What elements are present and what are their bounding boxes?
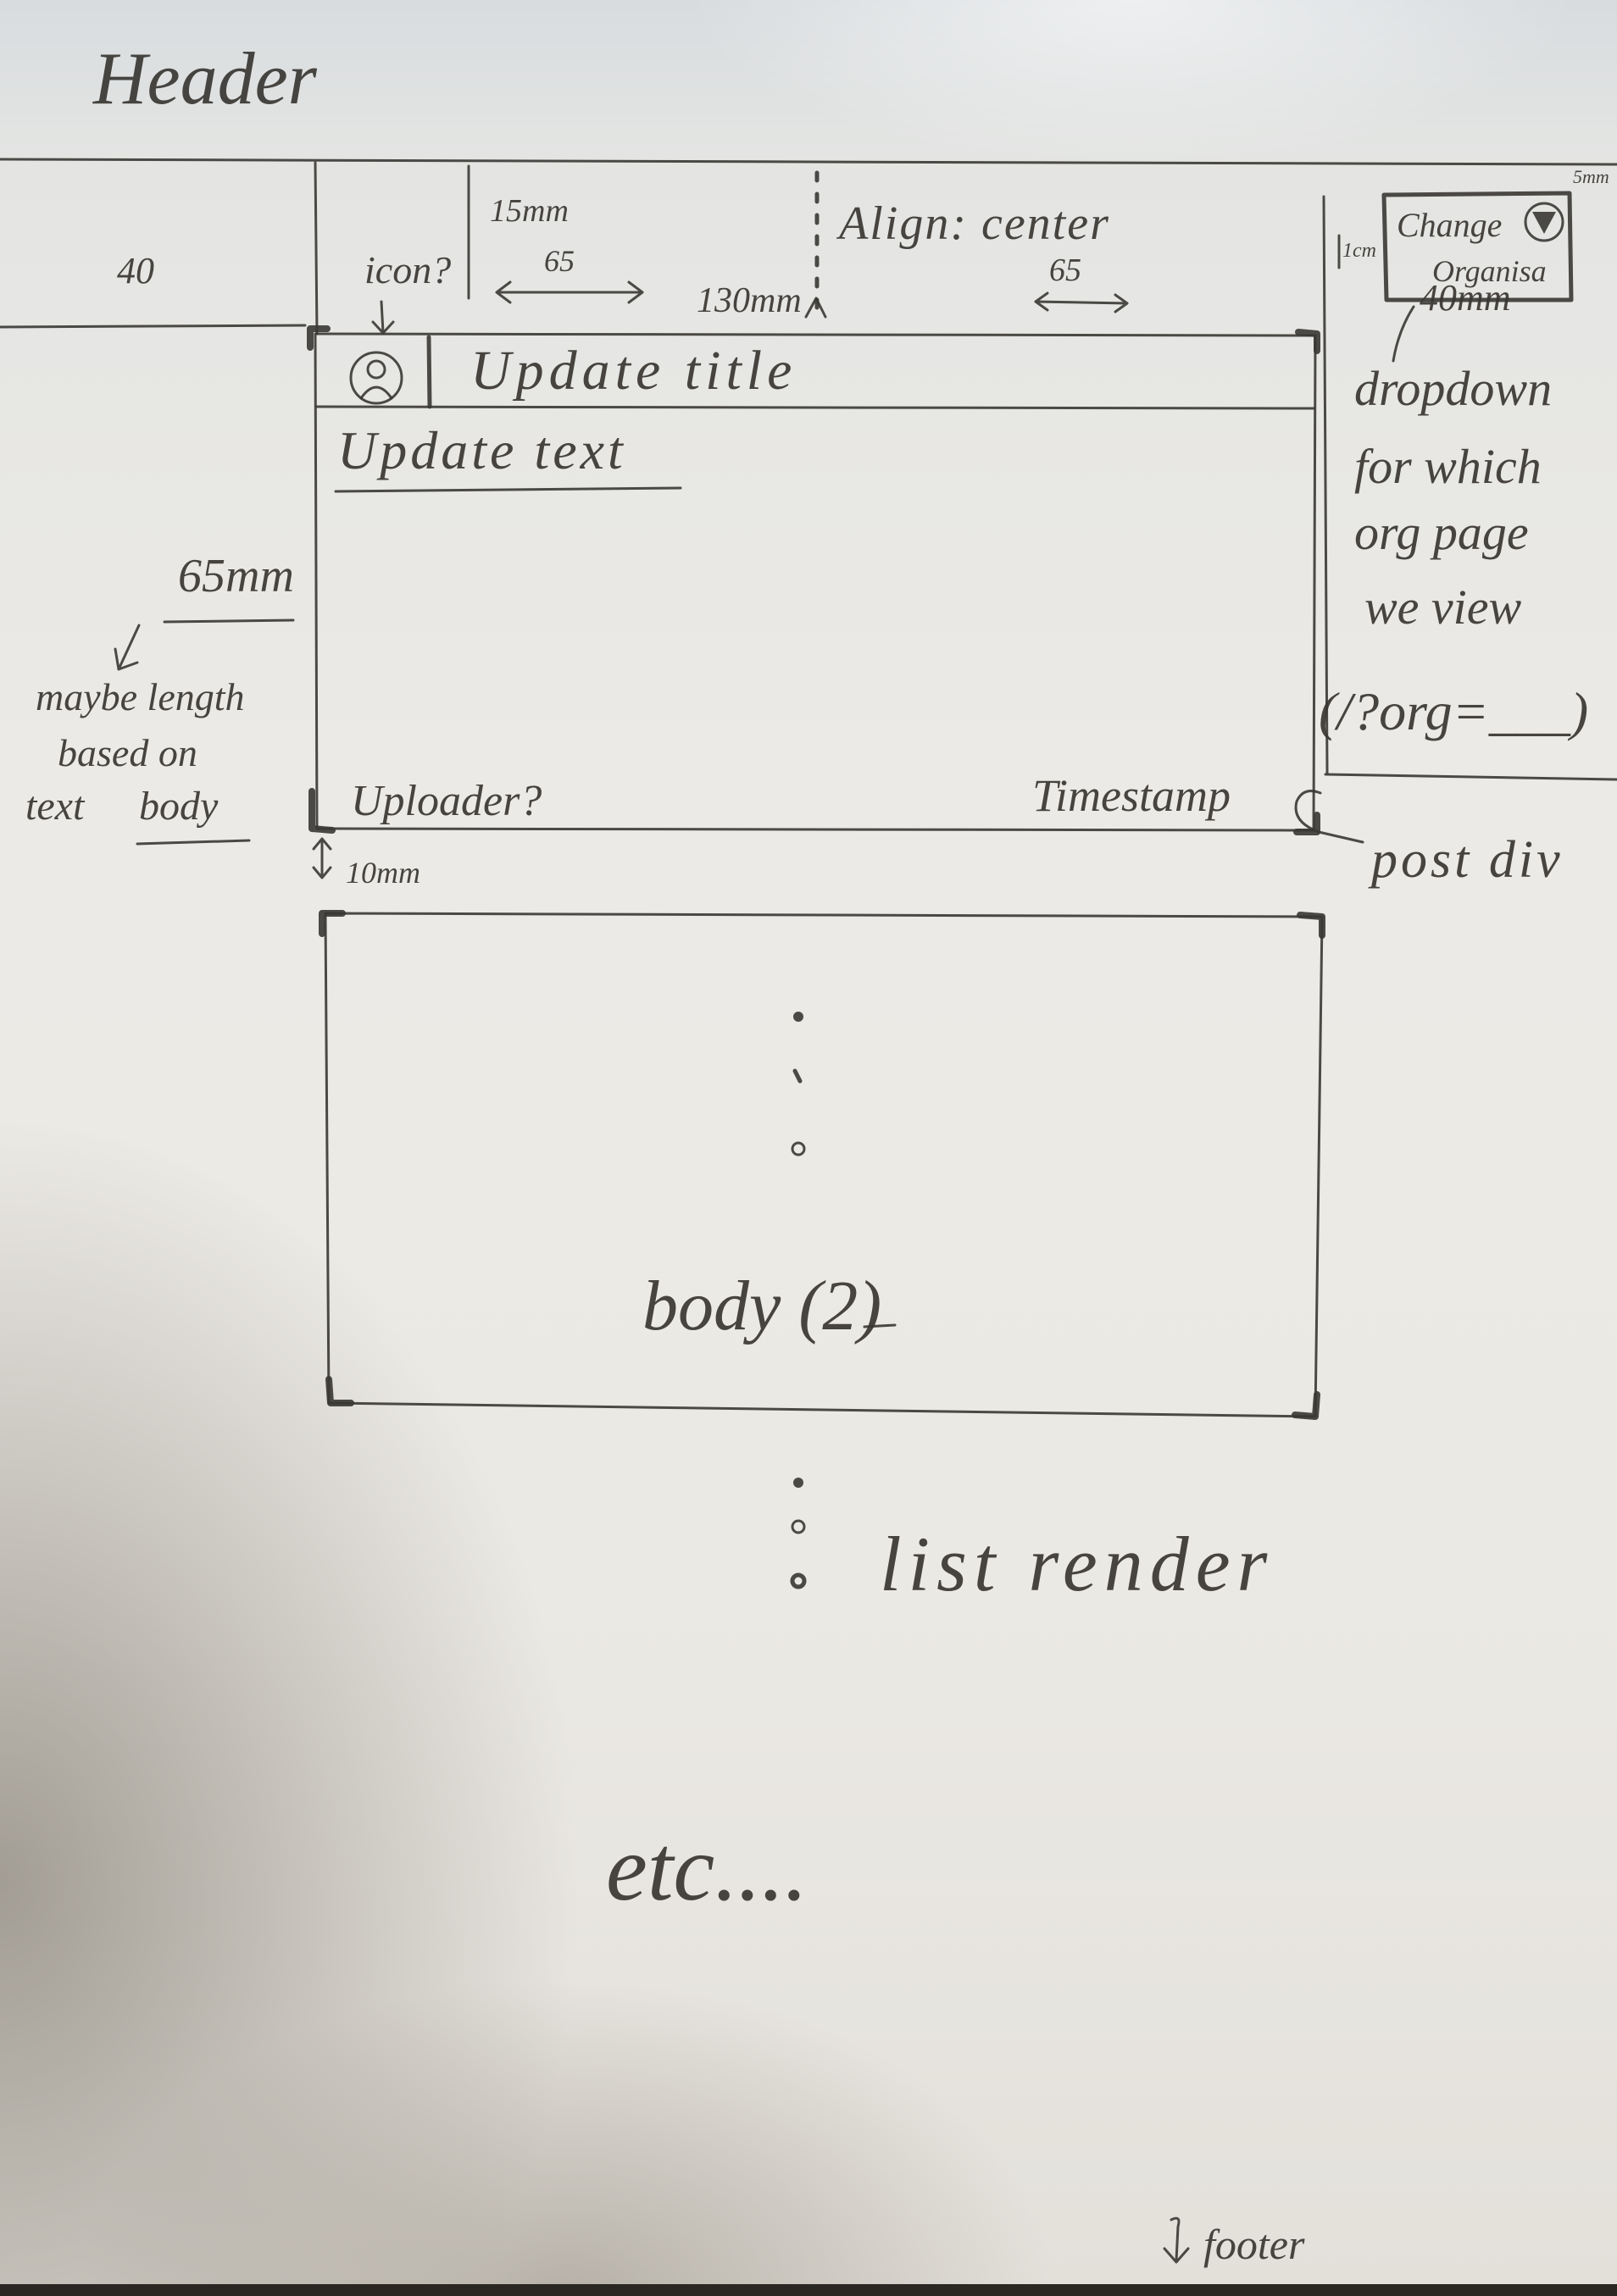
side-note-line: maybe length — [36, 675, 245, 718]
down-arrow-icon — [1163, 2216, 1190, 2264]
post-gap-note: 10mm — [346, 856, 420, 890]
footer-label: footer — [1203, 2221, 1305, 2268]
post-title-divider — [315, 405, 1315, 410]
icon-width-note: 15mm — [490, 193, 569, 229]
body2-corner-top-right — [1297, 912, 1325, 939]
gap-10mm-arrow-icon — [312, 837, 332, 879]
dropdown-note-line: we view — [1364, 580, 1522, 635]
post-title: Update title — [470, 340, 797, 402]
side-note-arrow-icon — [114, 624, 141, 671]
post-div-label: post div — [1371, 831, 1564, 889]
post-icon-cell-divider — [426, 335, 432, 409]
header-height-note: 40 — [117, 250, 154, 291]
right-column-guide — [1322, 195, 1329, 774]
person-icon — [349, 351, 403, 405]
post-label-arrow-icon — [1294, 790, 1364, 844]
align-note: Align: center — [839, 197, 1110, 250]
body2-label: body (2) — [642, 1267, 882, 1345]
dropdown-note-line: dropdown — [1354, 361, 1553, 416]
icon-note: icon? — [364, 248, 452, 291]
gap-left-arrow-icon — [495, 280, 644, 304]
center-arrow-icon — [804, 297, 827, 319]
margin-note: 1cm — [1342, 240, 1376, 262]
body2-ellipsis-dot — [793, 1012, 803, 1022]
org-query-note: (/?org=___) — [1319, 681, 1589, 741]
header-divider-line — [0, 158, 1617, 166]
body2-ellipsis-dot — [792, 1068, 803, 1084]
post-text: Update text — [337, 420, 626, 480]
list-render-note: list render — [880, 1521, 1275, 1607]
org-dropdown-label-line2: Organisa — [1432, 254, 1547, 288]
post-timestamp: Timestamp — [1032, 770, 1231, 821]
side-height-note: 65mm — [178, 550, 294, 602]
body2-label-underline — [863, 1323, 897, 1328]
header-row-bottom-line — [0, 324, 307, 329]
post-corner-bottom-left — [308, 788, 336, 834]
side-note-text-word: text — [25, 784, 85, 829]
org-dropdown-box — [1381, 191, 1574, 302]
list-ellipsis-dot — [791, 1519, 806, 1534]
post-corner-top-right — [1295, 329, 1320, 354]
list-ellipsis-dot — [793, 1478, 803, 1488]
gap-left-note: 65 — [544, 244, 575, 278]
dropdown-note-line: for which — [1354, 439, 1542, 494]
corner-note: 5mm — [1573, 166, 1609, 187]
org-dropdown-label-line1: Change — [1397, 206, 1503, 244]
body2-corner-bottom-left — [325, 1376, 354, 1406]
dropdown-triangle-icon — [1524, 202, 1564, 242]
icon-pointer-arrow-icon — [371, 300, 395, 335]
body2-ellipsis-dot — [791, 1141, 806, 1156]
content-left-guide — [314, 161, 319, 336]
text-body-underline — [136, 839, 251, 846]
header-label: Header — [93, 38, 317, 120]
gap-right-arrow-icon — [1034, 291, 1129, 313]
post-uploader: Uploader? — [351, 777, 542, 825]
list-ellipsis-dot — [790, 1572, 807, 1589]
update-text-underline — [334, 486, 682, 493]
body2-corner-bottom-right — [1292, 1391, 1320, 1420]
body2-corner-top-left — [319, 910, 346, 937]
side-height-underline — [163, 618, 295, 624]
right-column-bottom-line — [1324, 773, 1617, 781]
gap-right-note: 65 — [1049, 252, 1081, 288]
post-corner-top-left — [307, 325, 331, 351]
dropdown-width-note: 40mm — [1420, 277, 1511, 319]
side-note-body-word: body — [139, 784, 219, 829]
dropdown-pointer-line — [1392, 305, 1415, 363]
dropdown-note-line: org page — [1354, 505, 1529, 560]
side-note-line: based on — [58, 731, 197, 774]
content-width-note: 130mm — [697, 281, 802, 320]
table-edge — [0, 2284, 1617, 2296]
etc-note: etc.... — [606, 1816, 808, 1920]
